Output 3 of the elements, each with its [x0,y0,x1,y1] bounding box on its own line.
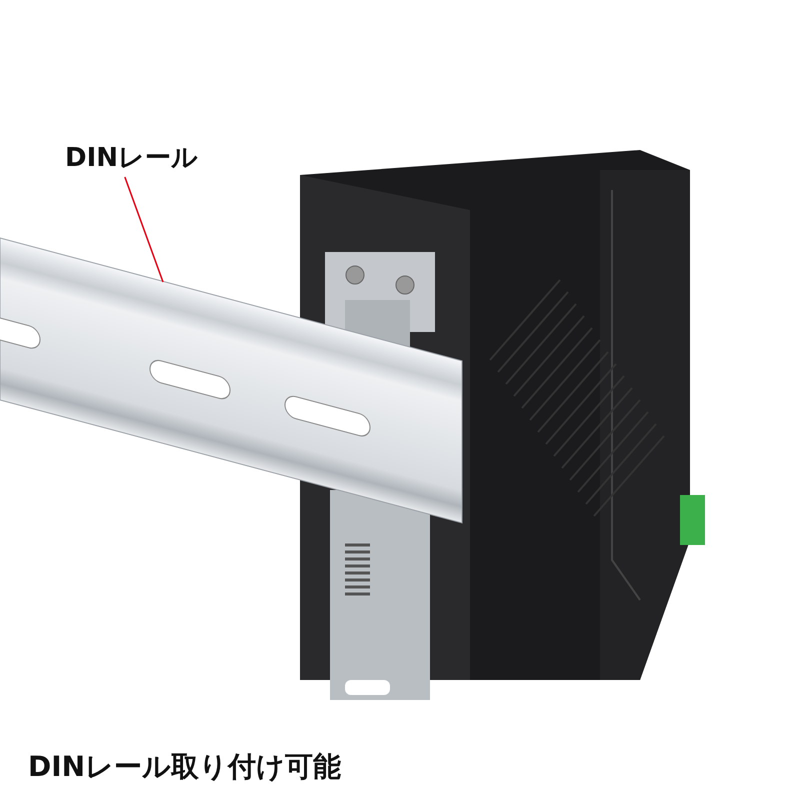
leader-line [124,176,164,282]
callout-label: DINレール [65,140,198,175]
caption: DINレール取り付け可能 [28,749,342,785]
